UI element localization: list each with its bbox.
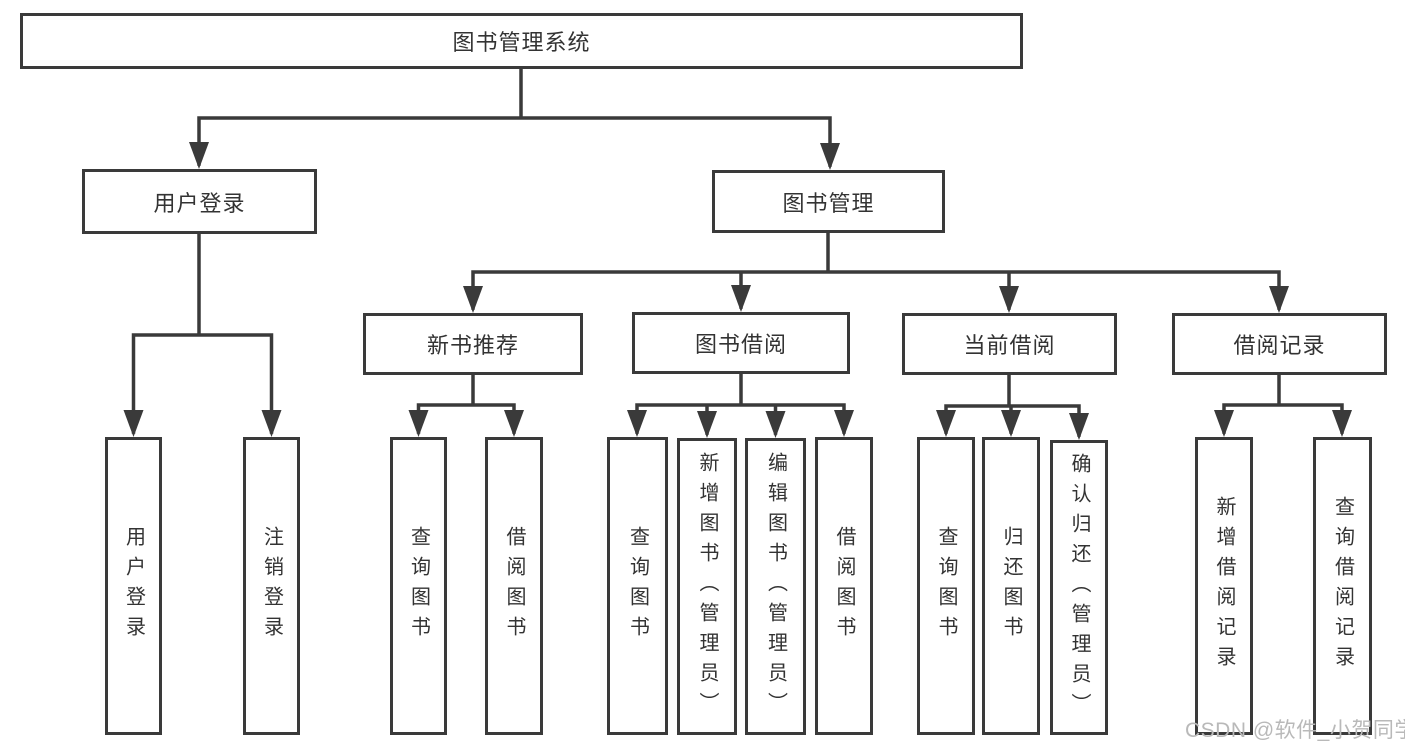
- leaf-cb-query-books-label: 查询图书: [935, 526, 957, 646]
- node-book-management: 图书管理: [712, 170, 945, 233]
- leaf-bb-borrow-books: 借阅图书: [815, 437, 873, 735]
- node-new-book-recommend: 新书推荐: [363, 313, 583, 375]
- leaf-cb-return-books-label: 归还图书: [1000, 526, 1022, 646]
- leaf-bb-borrow-books-label: 借阅图书: [833, 526, 855, 646]
- leaf-cb-confirm-return-admin-label: 确认归还（管理员）: [1068, 452, 1090, 723]
- node-book-borrowing: 图书借阅: [632, 312, 850, 374]
- leaf-nb-borrow-books: 借阅图书: [485, 437, 543, 735]
- leaf-br-add-record-label: 新增借阅记录: [1213, 496, 1235, 676]
- connector-paths: [131, 67, 1344, 437]
- leaf-br-query-record-label: 查询借阅记录: [1331, 496, 1354, 676]
- node-borrowing-records: 借阅记录: [1172, 313, 1387, 375]
- leaf-nb-query-books: 查询图书: [390, 437, 447, 735]
- leaf-bb-edit-books-admin: 编辑图书（管理员）: [745, 438, 806, 735]
- leaf-logout: 注销登录: [243, 437, 300, 735]
- leaf-bb-add-books-admin: 新增图书（管理员）: [677, 438, 737, 735]
- leaf-nb-query-books-label: 查询图书: [407, 526, 430, 646]
- leaf-nb-borrow-books-label: 借阅图书: [503, 526, 525, 646]
- leaf-bb-query-books: 查询图书: [607, 437, 668, 735]
- arrow-down-icons: [123, 142, 1352, 440]
- leaf-logout-label: 注销登录: [260, 526, 283, 646]
- watermark: CSDN @软件_小贺同学: [1185, 719, 1405, 742]
- leaf-br-query-record: 查询借阅记录: [1313, 437, 1372, 735]
- node-user-login-label: 用户登录: [153, 190, 246, 216]
- leaf-bb-query-books-label: 查询图书: [626, 526, 649, 646]
- leaf-cb-return-books: 归还图书: [982, 437, 1040, 735]
- node-borrowing-records-label: 借阅记录: [1233, 333, 1326, 358]
- leaf-br-add-record: 新增借阅记录: [1195, 437, 1253, 735]
- leaf-cb-query-books: 查询图书: [917, 437, 975, 735]
- leaf-cb-confirm-return-admin: 确认归还（管理员）: [1050, 440, 1108, 735]
- node-new-book-recommend-label: 新书推荐: [426, 333, 519, 358]
- node-current-borrowing-label: 当前借阅: [963, 333, 1056, 358]
- leaf-user-login-label: 用户登录: [122, 526, 145, 646]
- node-book-borrowing-label: 图书借阅: [694, 332, 787, 357]
- node-root: 图书管理系统: [20, 13, 1023, 69]
- leaf-bb-edit-books-admin-label: 编辑图书（管理员）: [764, 451, 787, 722]
- leaf-bb-add-books-admin-label: 新增图书（管理员）: [696, 451, 718, 722]
- node-book-management-label: 图书管理: [782, 190, 875, 216]
- node-current-borrowing: 当前借阅: [902, 313, 1117, 375]
- node-root-label: 图书管理系统: [452, 30, 591, 55]
- leaf-user-login: 用户登录: [105, 437, 162, 735]
- node-user-login: 用户登录: [82, 169, 317, 234]
